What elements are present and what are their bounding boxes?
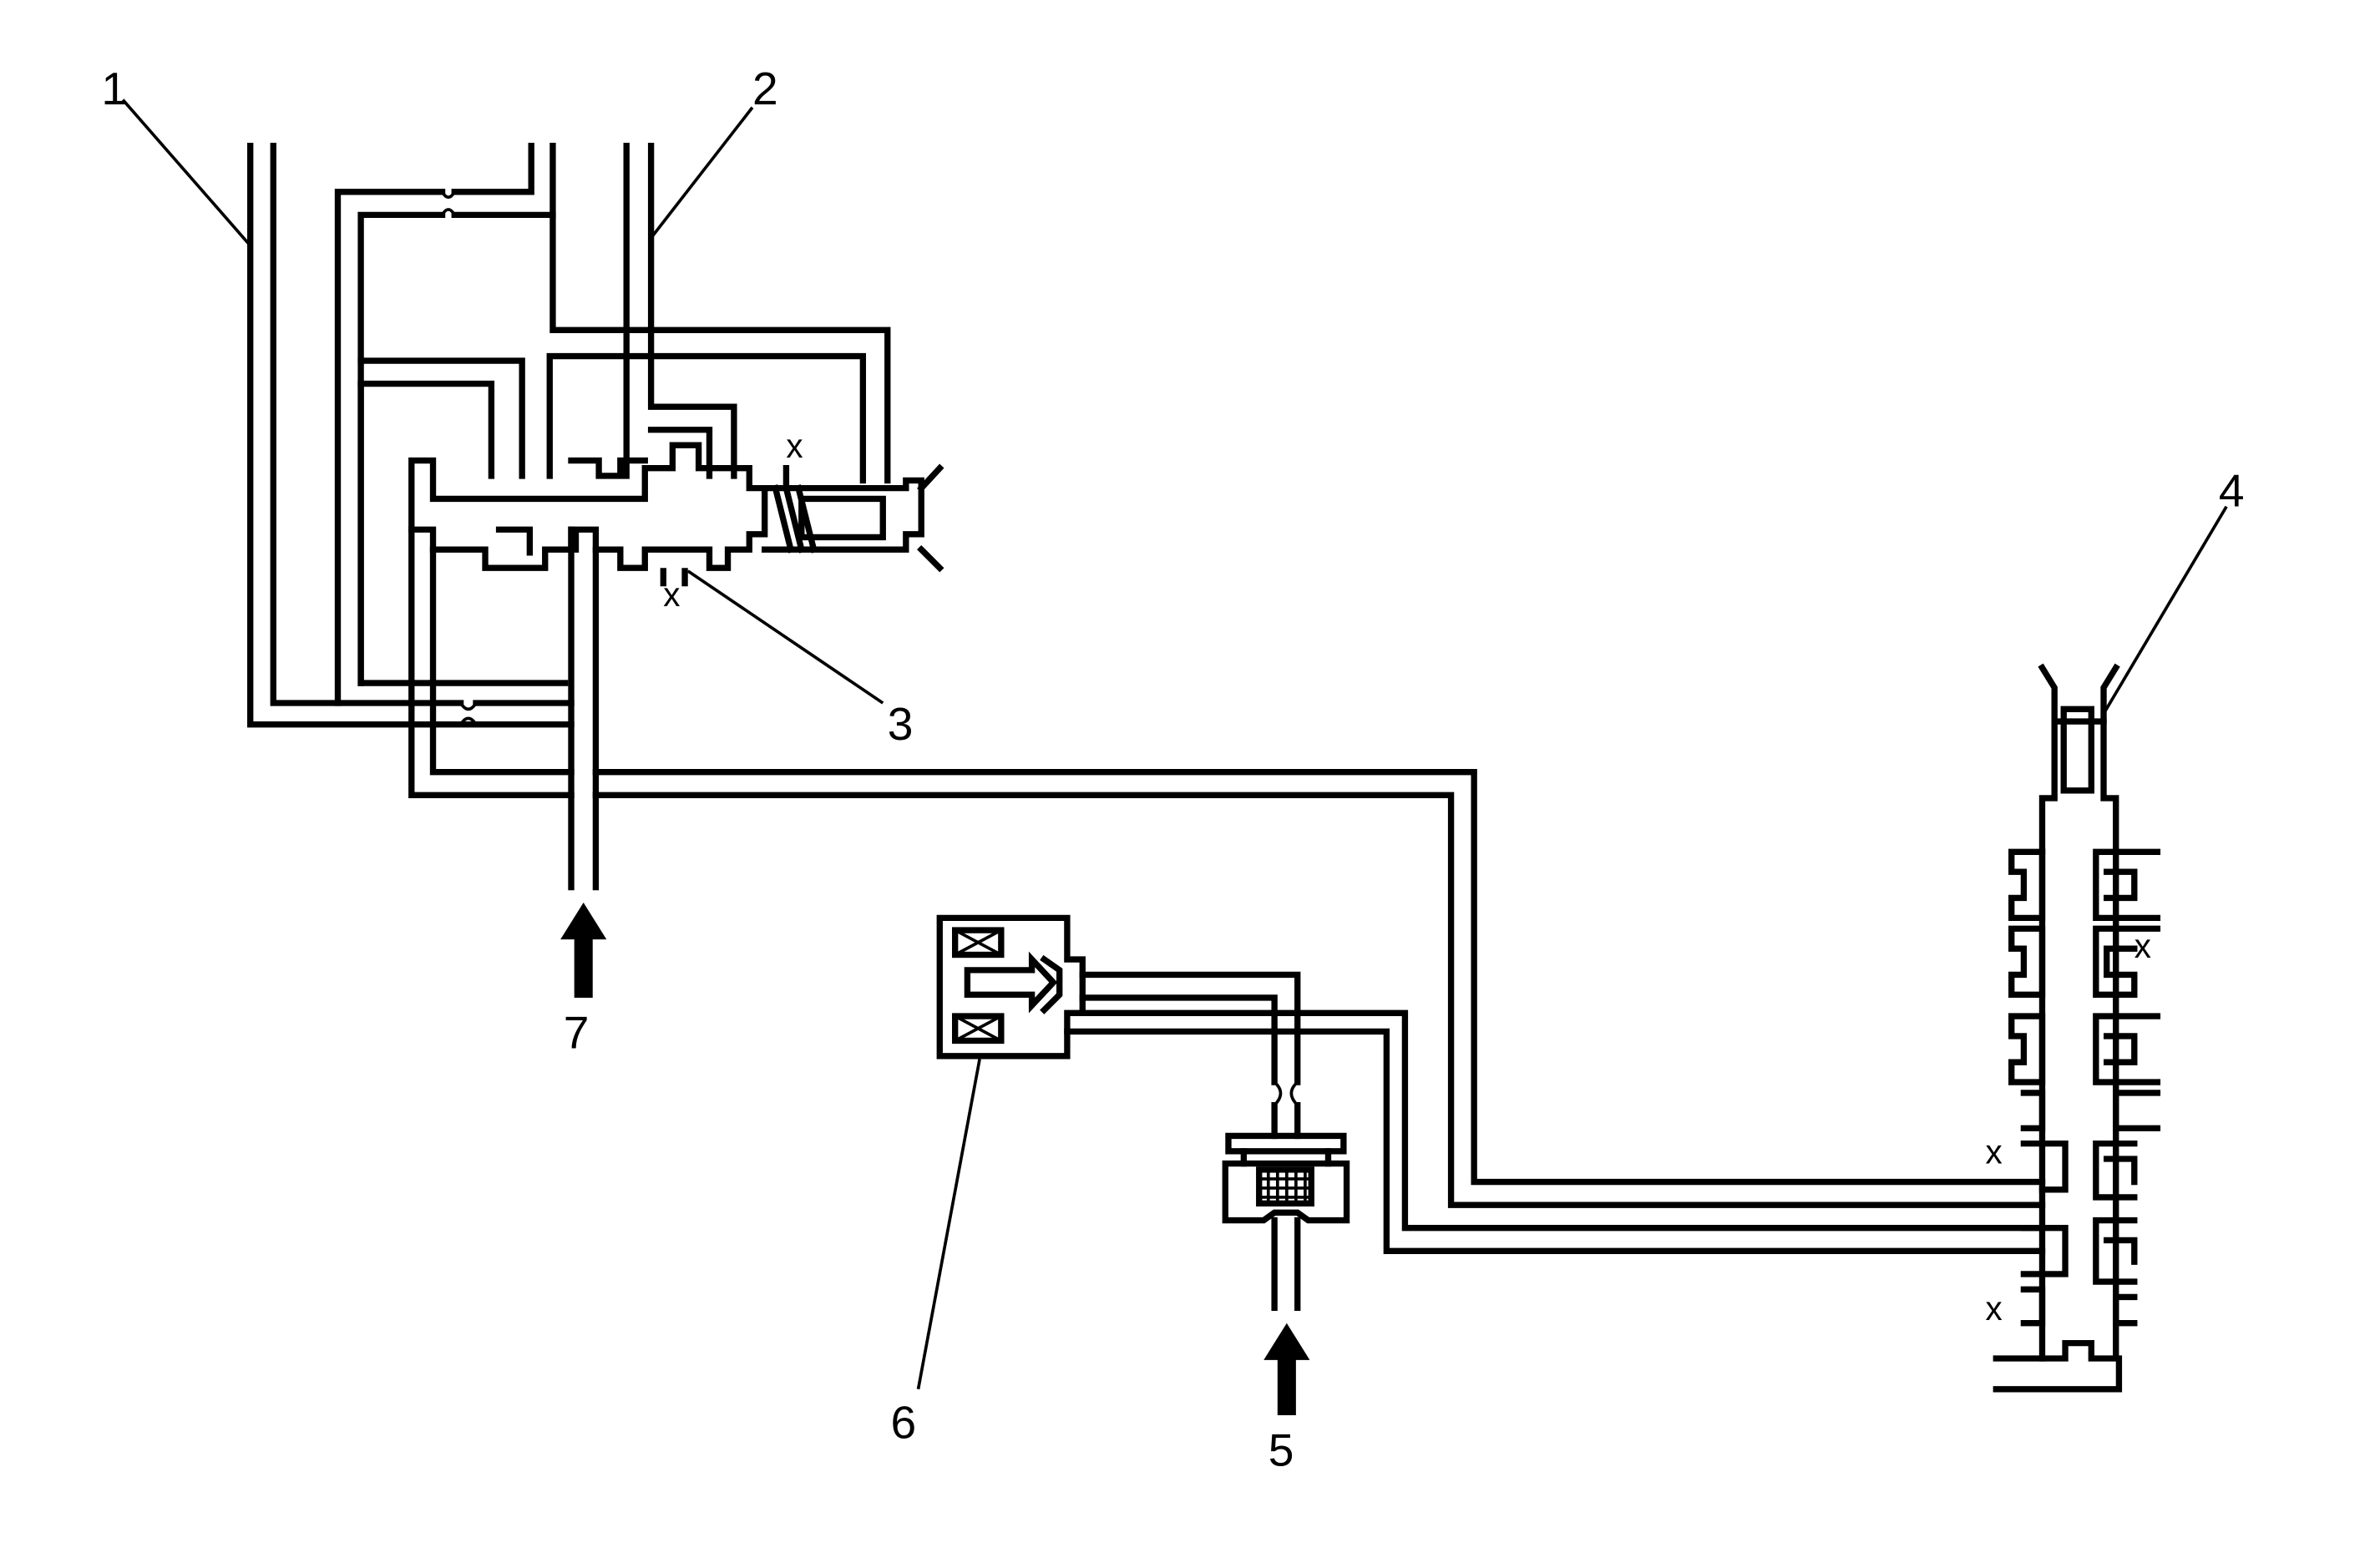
callout-4: 4 <box>2219 465 2245 517</box>
valve-spring <box>762 477 924 554</box>
upper-valve-assembly <box>247 142 2046 1208</box>
leader-1 <box>121 99 252 247</box>
solenoid-coil-lower <box>952 1013 1005 1045</box>
passage-crossover-upper <box>334 142 556 706</box>
callout-1: 1 <box>101 63 127 114</box>
right-valve-assembly <box>1993 663 2161 1393</box>
solenoid-coil-upper <box>952 927 1005 959</box>
solenoid-output-line <box>1064 971 2046 1254</box>
leader-4 <box>2102 505 2228 715</box>
flow-arrow-7 <box>560 902 607 998</box>
solenoid-6 <box>936 914 2046 1254</box>
flow-arrow-5 <box>1263 1323 1310 1416</box>
callout-5: 5 <box>1268 1424 1294 1476</box>
filter-screen-5 <box>1222 1080 1350 1312</box>
exhaust-mark: x <box>1985 1133 2002 1171</box>
valve-spool-bore <box>408 442 768 571</box>
passage-1 <box>247 142 575 728</box>
passage-2 <box>549 142 891 484</box>
feed-line-7 <box>568 526 600 891</box>
exhaust-mark: x <box>786 427 803 465</box>
leader-3 <box>686 569 884 705</box>
callout-6: 6 <box>890 1397 916 1449</box>
right-valve-right-lands <box>2093 848 2161 1327</box>
exhaust-mark: x <box>1985 1289 2002 1328</box>
callout-7: 7 <box>564 1007 590 1059</box>
callout-2: 2 <box>752 63 778 114</box>
leader-6 <box>916 1059 981 1390</box>
exhaust-mark: x <box>663 575 680 614</box>
signal-line-upper <box>408 526 2046 1208</box>
leader-2 <box>650 106 754 240</box>
callout-3: 3 <box>888 698 914 750</box>
exhaust-mark: x <box>2134 927 2151 965</box>
